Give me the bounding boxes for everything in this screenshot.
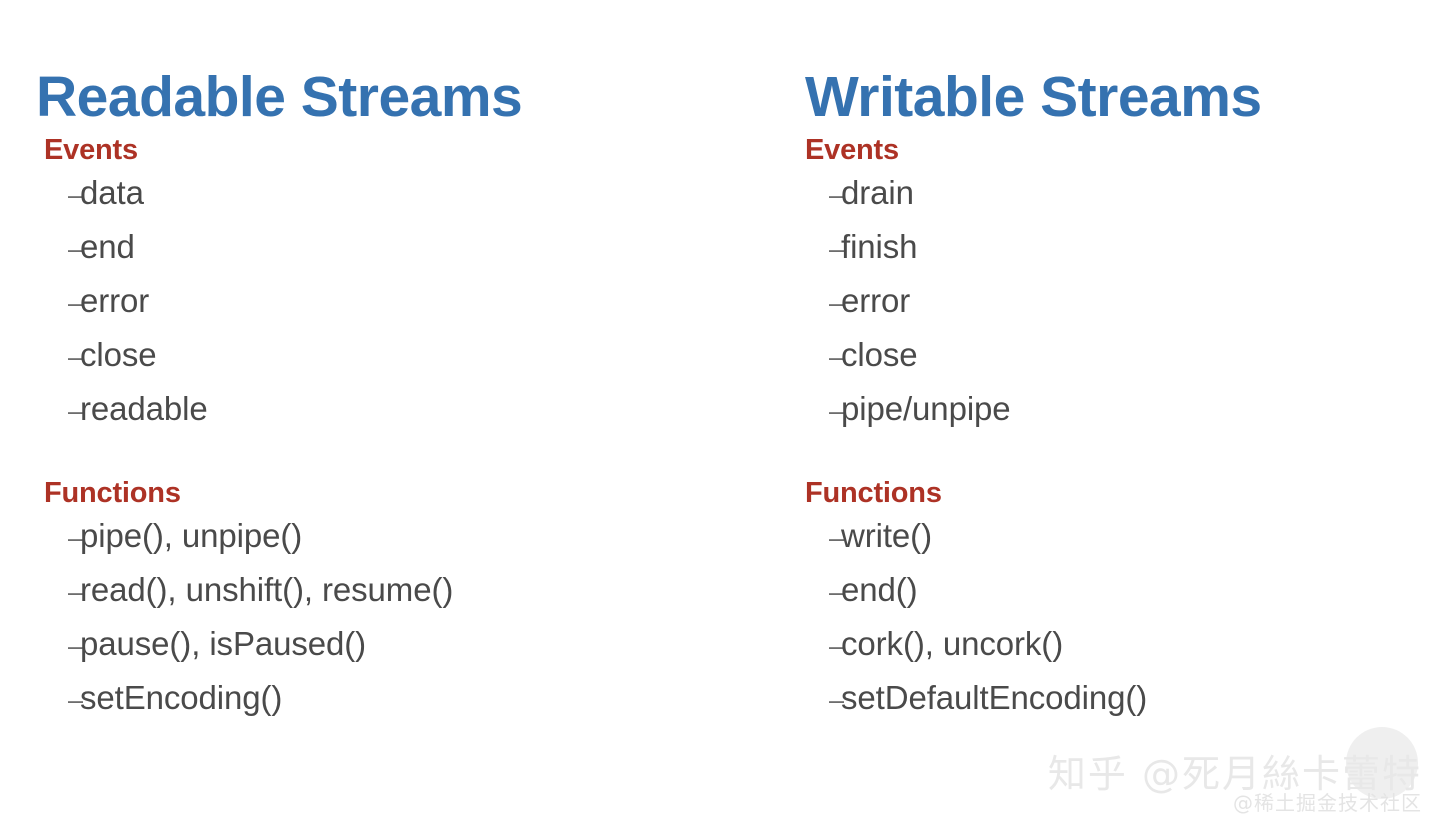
dash-bullet-icon: – [829, 395, 845, 426]
list-item: – drain [805, 176, 1011, 230]
dash-bullet-icon: – [829, 630, 845, 661]
list-item: – finish [805, 230, 1011, 284]
list-item: – setEncoding() [44, 681, 453, 735]
dash-bullet-icon: – [829, 522, 845, 553]
list-item-label: pipe(), unpipe() [80, 516, 303, 554]
column-title: Readable Streams [36, 65, 523, 130]
section-heading: Events [44, 134, 138, 166]
section-events: Events – data – end – error – [44, 133, 208, 446]
list-item: – pause(), isPaused() [44, 627, 453, 681]
list-item: – end [44, 230, 208, 284]
functions-list: – pipe(), unpipe() – read(), unshift(), … [44, 519, 453, 735]
column-title: Writable Streams [805, 65, 1262, 130]
list-item-label: end [80, 227, 135, 265]
list-item: – data [44, 176, 208, 230]
dash-bullet-icon: – [829, 179, 845, 210]
list-item: – pipe/unpipe [805, 392, 1011, 446]
list-item: – close [44, 338, 208, 392]
dash-bullet-icon: – [829, 684, 845, 715]
section-heading: Functions [44, 477, 181, 509]
column-writable-streams: Writable Streams Events – drain – finish… [742, 0, 1440, 827]
dash-bullet-icon: – [68, 233, 84, 264]
list-item-label: error [80, 281, 150, 319]
dash-bullet-icon: – [68, 395, 84, 426]
dash-bullet-icon: – [829, 576, 845, 607]
list-item: – readable [44, 392, 208, 446]
dash-bullet-icon: – [68, 630, 84, 661]
list-item-label: error [841, 281, 911, 319]
section-heading: Functions [805, 477, 942, 509]
list-item: – close [805, 338, 1011, 392]
functions-list: – write() – end() – cork(), uncork() – s… [805, 519, 1147, 735]
list-item: – cork(), uncork() [805, 627, 1147, 681]
section-heading: Events [805, 134, 899, 166]
list-item-label: end() [841, 570, 918, 608]
dash-bullet-icon: – [829, 341, 845, 372]
list-item-label: close [80, 335, 157, 373]
list-item: – read(), unshift(), resume() [44, 573, 453, 627]
list-item-label: cork(), uncork() [841, 624, 1064, 662]
list-item-label: pipe/unpipe [841, 389, 1011, 427]
dash-bullet-icon: – [829, 233, 845, 264]
list-item-label: drain [841, 173, 914, 211]
list-item-label: readable [80, 389, 208, 427]
list-item: – pipe(), unpipe() [44, 519, 453, 573]
events-list: – data – end – error – close [44, 176, 208, 446]
dash-bullet-icon: – [68, 341, 84, 372]
dash-bullet-icon: – [68, 684, 84, 715]
dash-bullet-icon: – [68, 576, 84, 607]
list-item-label: close [841, 335, 918, 373]
list-item-label: data [80, 173, 144, 211]
dash-bullet-icon: – [68, 179, 84, 210]
list-item: – error [805, 284, 1011, 338]
dash-bullet-icon: – [68, 522, 84, 553]
list-item-label: setDefaultEncoding() [841, 678, 1148, 716]
list-item-label: pause(), isPaused() [80, 624, 367, 662]
list-item-label: finish [841, 227, 918, 265]
dash-bullet-icon: – [68, 287, 84, 318]
list-item-label: setEncoding() [80, 678, 283, 716]
events-list: – drain – finish – error – close [805, 176, 1011, 446]
section-events: Events – drain – finish – error [805, 133, 1011, 446]
list-item: – end() [805, 573, 1147, 627]
dash-bullet-icon: – [829, 287, 845, 318]
list-item-label: write() [841, 516, 932, 554]
section-functions: Functions – write() – end() – cork(), un… [805, 476, 1147, 735]
list-item: – setDefaultEncoding() [805, 681, 1147, 735]
list-item-label: read(), unshift(), resume() [80, 570, 454, 608]
list-item: – error [44, 284, 208, 338]
list-item: – write() [805, 519, 1147, 573]
section-functions: Functions – pipe(), unpipe() – read(), u… [44, 476, 453, 735]
column-readable-streams: Readable Streams Events – data – end – e… [36, 65, 523, 735]
